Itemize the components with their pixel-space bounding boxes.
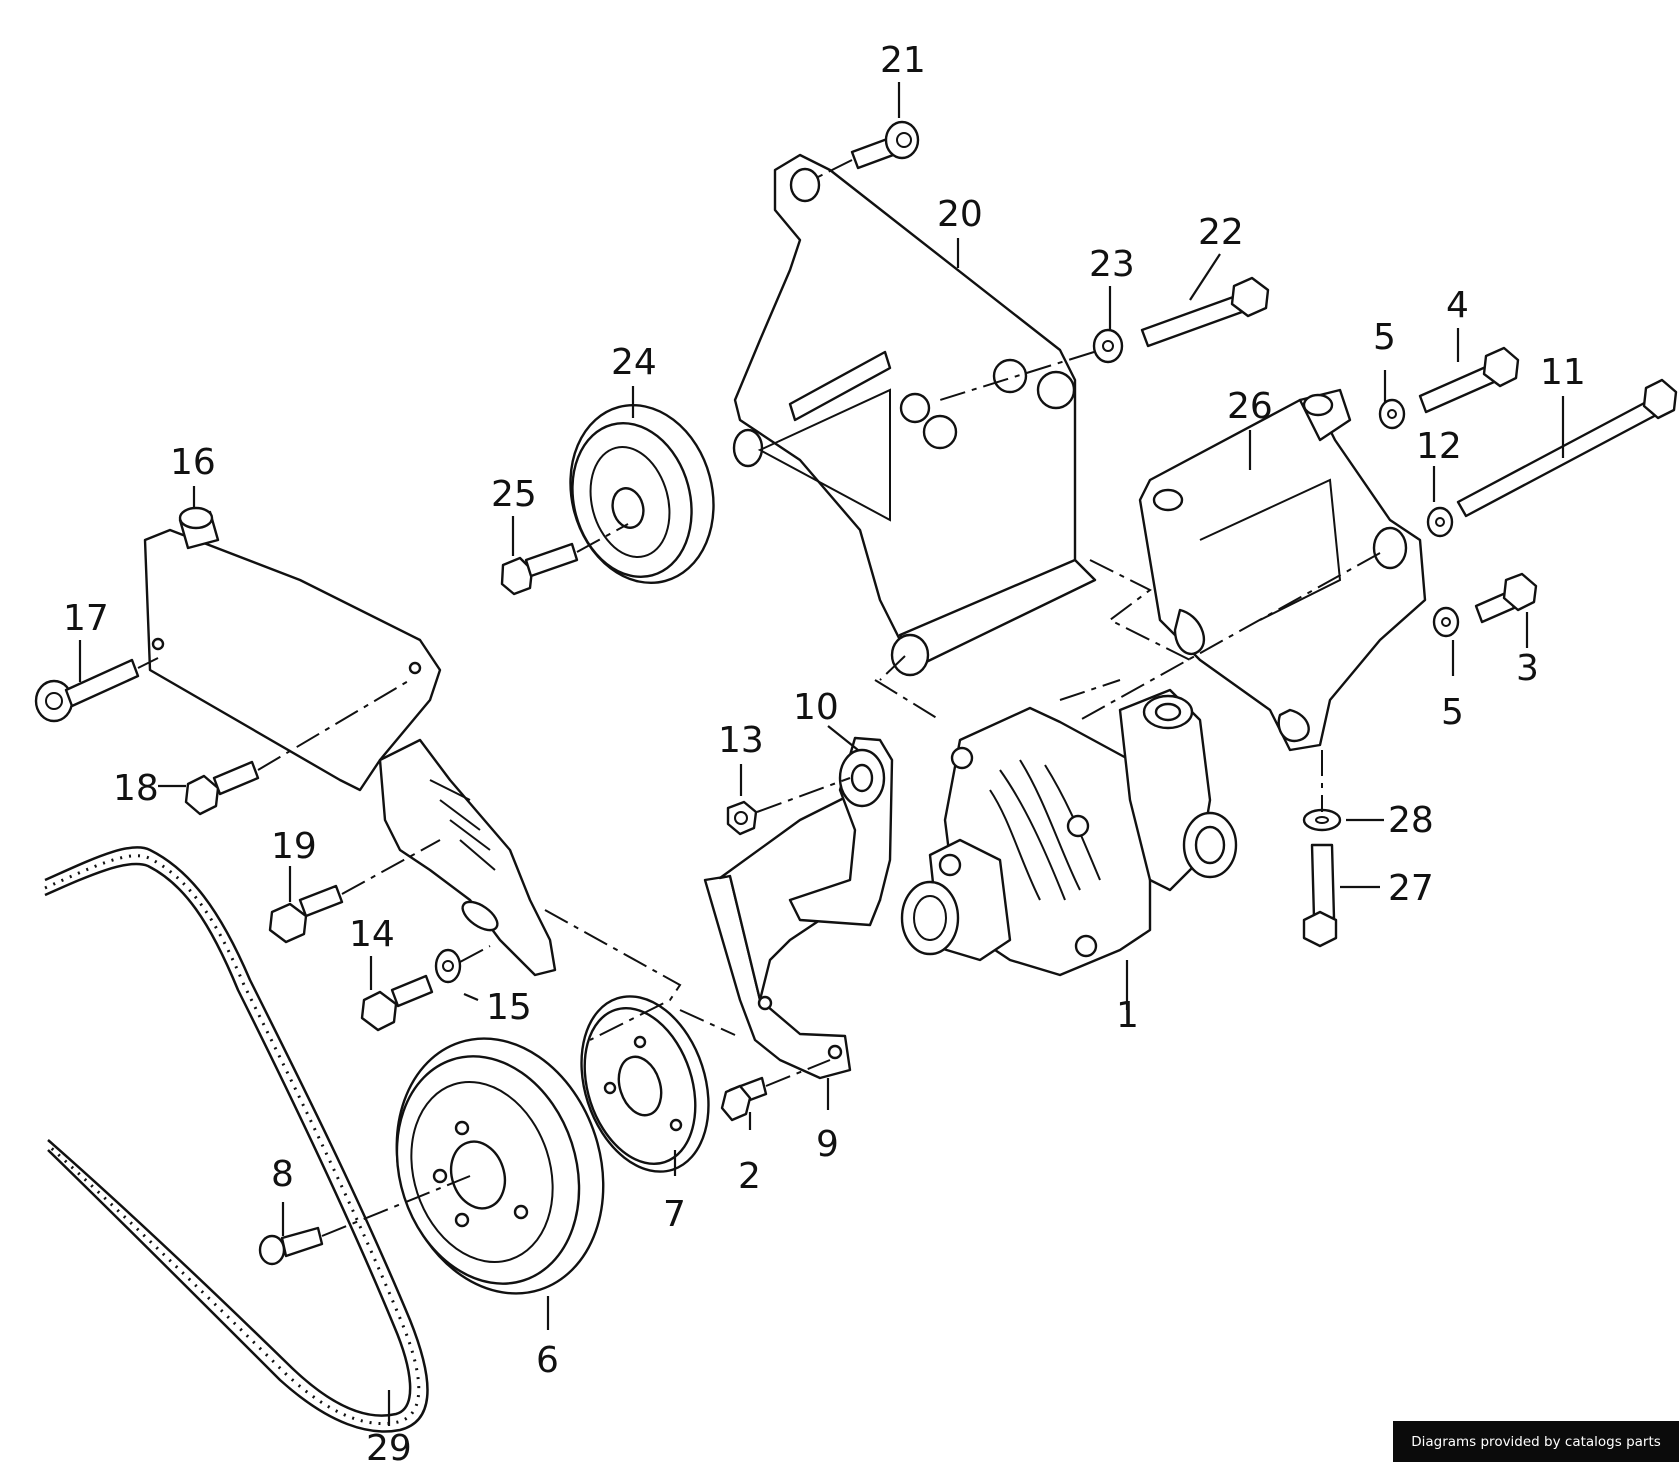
callout-16: 16: [170, 442, 216, 483]
bolt-19: [268, 839, 441, 944]
bolt-22: [1140, 276, 1270, 348]
callout-23: 23: [1089, 244, 1135, 285]
callout-3: 3: [1516, 648, 1539, 689]
callout-8: 8: [271, 1154, 294, 1195]
leader-lines: [78, 82, 1565, 1426]
washer-5-upper: [1378, 398, 1406, 430]
left-bracket: [143, 506, 442, 792]
bolt-18: [184, 679, 411, 816]
adjuster-plate: [378, 738, 557, 977]
washer-5-lower: [1432, 606, 1460, 638]
bolt-8: [258, 1175, 471, 1266]
bolt-4: [1418, 346, 1520, 414]
callout-26: 26: [1227, 386, 1273, 427]
callout-7: 7: [663, 1194, 686, 1235]
washer-28: [1302, 808, 1342, 832]
bolt-3: [1474, 572, 1538, 624]
bolt-11: [1456, 378, 1678, 518]
callout-27: 27: [1388, 868, 1434, 909]
tensioner-bracket: [788, 736, 894, 927]
callout-25: 25: [491, 474, 537, 515]
callout-11: 11: [1540, 352, 1586, 393]
bolt-27: [1302, 750, 1338, 948]
callout-10: 10: [793, 687, 839, 728]
pulley-hub: [580, 995, 710, 1173]
callout-21: 21: [880, 40, 926, 81]
callout-1: 1: [1116, 995, 1139, 1036]
main-bracket: [732, 153, 1097, 681]
callout-2: 2: [738, 1156, 761, 1197]
callout-28: 28: [1388, 800, 1434, 841]
callout-6: 6: [536, 1340, 559, 1381]
bolt-14: [360, 974, 434, 1032]
callout-20: 20: [937, 194, 983, 235]
callout-5a: 5: [1373, 317, 1396, 358]
bolt-2: [720, 1059, 831, 1122]
bolt-17: [34, 657, 159, 723]
callout-17: 17: [63, 598, 109, 639]
drive-belt: [44, 846, 429, 1433]
water-pump: [900, 688, 1238, 977]
bolt-21: [811, 120, 920, 181]
callout-9: 9: [816, 1124, 839, 1165]
callout-15: 15: [486, 987, 532, 1028]
callout-12: 12: [1416, 426, 1462, 467]
credit-text: Diagrams provided by catalogs parts: [1411, 1433, 1661, 1450]
washer-12: [1426, 506, 1454, 538]
callout-4: 4: [1446, 285, 1469, 326]
callout-22: 22: [1198, 212, 1244, 253]
callout-24: 24: [611, 342, 657, 383]
callout-19: 19: [271, 826, 317, 867]
credit-banner: Diagrams provided by catalogs parts: [1393, 1421, 1679, 1462]
callout-5b: 5: [1441, 692, 1464, 733]
callout-18: 18: [113, 768, 159, 809]
callout-29: 29: [366, 1428, 412, 1462]
callout-14: 14: [349, 914, 395, 955]
washer-23: [939, 328, 1124, 401]
centerlines: [544, 559, 1191, 1041]
callout-labels: 1 2 3 4 5 5 6 7 8 9 10 11 12 13 14 15 16…: [63, 40, 1586, 1462]
nut-13: [726, 777, 851, 836]
alternator-bracket: [1079, 388, 1427, 752]
bolt-25: [500, 523, 629, 596]
washer-15: [434, 945, 491, 984]
callout-13: 13: [718, 720, 764, 761]
crankshaft-pulley: [395, 1037, 605, 1295]
idler-pulley: [569, 403, 715, 585]
